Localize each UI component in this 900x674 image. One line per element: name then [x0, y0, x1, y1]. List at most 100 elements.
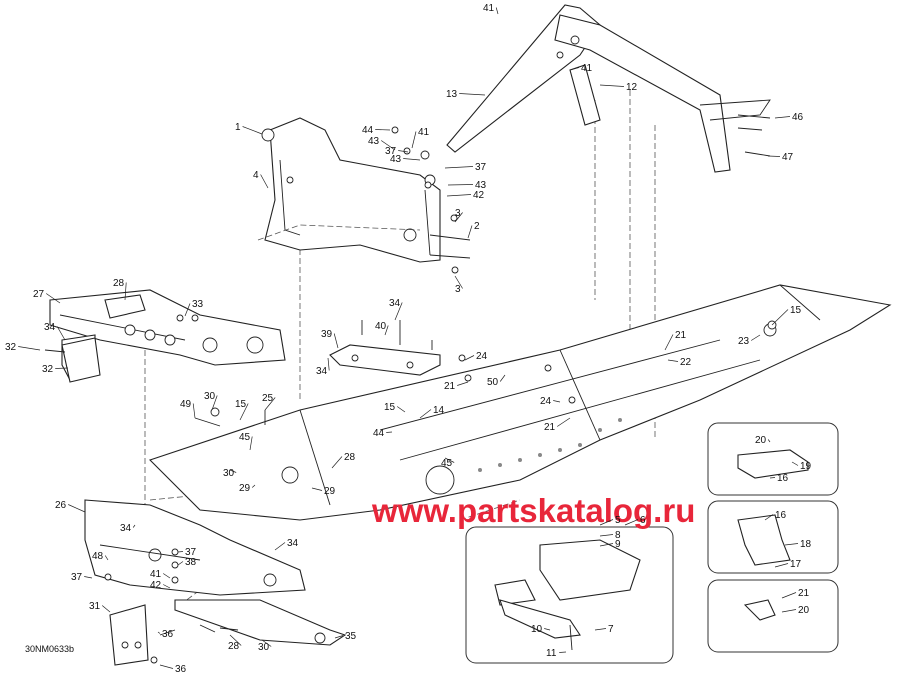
leader-line-c34a [56, 326, 66, 341]
leader-line-c31 [101, 605, 111, 613]
leader-line-c38 [177, 561, 184, 566]
callout-c30b: 30 [223, 468, 235, 479]
callout-c48: 48 [92, 551, 104, 562]
leader-line-c3a [454, 212, 463, 223]
callout-c38: 38 [185, 557, 197, 568]
leader-line-c40 [384, 325, 389, 336]
leader-line-c49 [192, 403, 196, 419]
leader-line-c22 [667, 359, 679, 362]
rear-mount-bracket [61, 337, 101, 383]
leader-line-c45b [444, 457, 455, 463]
leader-line-c28a [124, 282, 127, 301]
callout-c24a: 24 [476, 351, 488, 362]
callout-c37b: 37 [475, 162, 487, 173]
callout-c19: 19 [800, 461, 812, 472]
callout-c44a: 44 [362, 125, 374, 136]
leader-line-c19 [791, 461, 799, 466]
callout-c7: 7 [608, 624, 614, 635]
leader-line-c46 [774, 116, 791, 119]
callout-c8: 8 [615, 530, 621, 541]
callout-c20b: 20 [798, 605, 810, 616]
leader-line-c8 [599, 534, 614, 537]
leader-line-c4 [260, 174, 269, 189]
callout-c42a: 42 [473, 190, 485, 201]
leader-line-c18 [784, 543, 799, 546]
leader-line-c41c [411, 131, 417, 149]
callout-c1: 1 [235, 122, 241, 133]
callout-c45a: 45 [239, 432, 251, 443]
leader-line-c37c [177, 551, 184, 553]
callout-c2: 2 [474, 221, 480, 232]
callout-c46: 46 [792, 112, 804, 123]
callout-c3b: 3 [455, 284, 461, 295]
leader-line-c35 [334, 635, 344, 639]
callout-c23: 23 [738, 336, 750, 347]
leader-line-c33 [184, 303, 191, 317]
leader-line-c32a [18, 346, 41, 351]
hardware-bolts [44, 114, 777, 664]
leader-line-c37a [398, 150, 409, 153]
tunnel-assembly [148, 284, 892, 521]
callout-c15b: 15 [235, 399, 247, 410]
callout-c12: 12 [626, 82, 638, 93]
leader-line-c29b [311, 487, 323, 491]
watermark: www.partskatalog.ru [371, 492, 695, 529]
leader-line-c20b [781, 609, 797, 613]
callout-c40: 40 [375, 321, 387, 332]
callout-leaders [18, 7, 799, 669]
leader-line-c47 [767, 155, 781, 157]
leader-line-c1 [242, 126, 263, 135]
callout-c22: 22 [680, 357, 692, 368]
leader-line-c15a [771, 309, 789, 326]
leader-line-c37b [444, 166, 474, 169]
callout-c42b: 42 [150, 580, 162, 591]
callout-c28c: 28 [228, 641, 240, 652]
callout-c4: 4 [253, 170, 259, 181]
callout-c43b: 43 [390, 154, 402, 165]
leader-line-c34d [132, 524, 136, 528]
callout-c21c: 21 [544, 422, 556, 433]
callout-c21b: 21 [444, 381, 456, 392]
leader-line-c45a [249, 436, 253, 451]
leader-line-c25 [264, 397, 276, 411]
callout-c34b: 34 [389, 298, 401, 309]
callout-c15c: 15 [384, 402, 396, 413]
leader-line-c20a [767, 439, 771, 443]
callout-c24b: 24 [540, 396, 552, 407]
leader-line-c42b [163, 584, 171, 589]
callout-c15a: 15 [790, 305, 802, 316]
callout-c34c: 34 [316, 366, 328, 377]
drawing-code: 30NM0633b [25, 644, 74, 654]
callout-c6: 6 [640, 515, 646, 526]
callout-c20a: 20 [755, 435, 767, 446]
leader-line-c36a [157, 631, 161, 634]
callout-c28a: 28 [113, 278, 125, 289]
mid-crossmember [329, 344, 441, 376]
leader-line-c24a [464, 355, 475, 361]
callout-c33: 33 [192, 299, 204, 310]
callout-c21a: 21 [675, 330, 687, 341]
leader-line-c50 [499, 374, 506, 382]
inset-footrest-detail [465, 526, 674, 664]
leader-line-c21b [457, 381, 469, 386]
leader-line-c5 [599, 519, 614, 526]
callout-c9: 9 [615, 539, 621, 550]
callout-c45b: 45 [441, 458, 453, 469]
leader-line-c28c [229, 634, 242, 646]
leader-line-c12 [599, 84, 625, 87]
callout-c37a: 37 [385, 146, 397, 157]
callout-c31: 31 [89, 601, 101, 612]
leader-line-c43a [381, 140, 396, 151]
callout-c10: 10 [531, 624, 543, 635]
leader-line-c21a [664, 334, 674, 351]
leader-line-c34e [274, 542, 286, 551]
callout-c37c: 37 [185, 547, 197, 558]
callout-c37d: 37 [71, 572, 83, 583]
leader-line-c34b [394, 302, 403, 321]
leader-line-c9 [599, 543, 614, 547]
callout-c36a: 36 [162, 629, 174, 640]
callout-c41b: 41 [581, 63, 593, 74]
callout-c44b: 44 [373, 428, 385, 439]
leader-line-c44b [386, 431, 393, 433]
